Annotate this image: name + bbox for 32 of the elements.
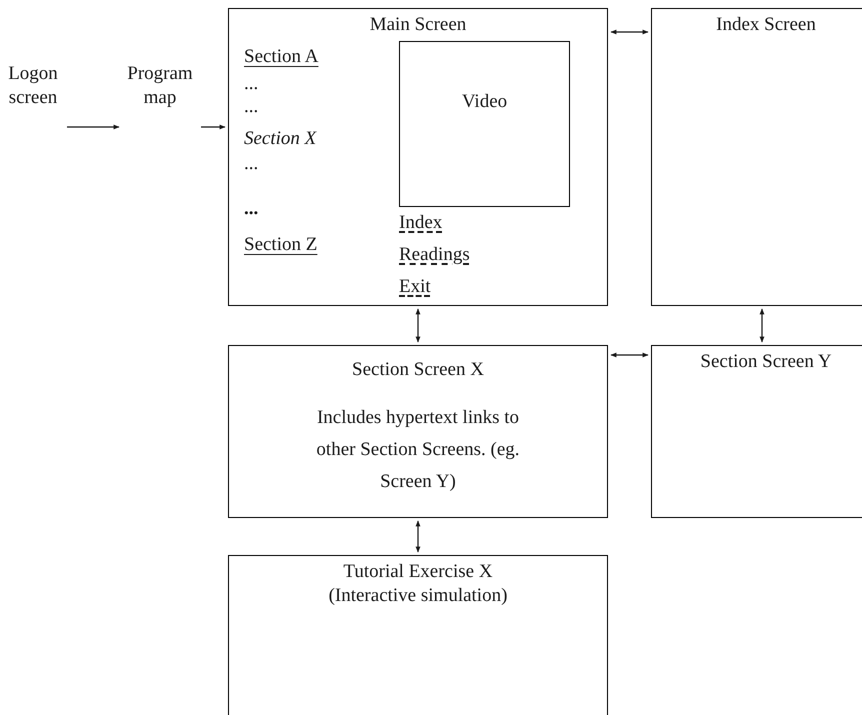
screen-box [651,8,862,306]
menu-link: Readings [399,243,470,267]
menu-link: Index [399,211,442,235]
box-title: Tutorial Exercise X (Interactive simulation) [328,560,508,608]
menu-link: Section Z [244,233,318,257]
box-title: Program map [126,62,194,110]
arrow [416,520,420,553]
box-title: Section Screen Y [700,350,832,374]
video-box [399,41,570,207]
arrow [610,30,649,34]
arrow [67,124,120,130]
menu-link: Exit [399,275,431,299]
screen-box [228,555,608,715]
box-description: Includes hypertext links to other Section Screens. (eg. Screen Y) [316,406,520,494]
screen-box [228,345,608,518]
menu-link: ... [244,152,258,176]
menu-link: ... [244,95,258,119]
screen-box [651,345,862,518]
box-title: Index Screen [716,13,816,37]
screen-box [228,8,608,306]
box-title: Section Screen X [352,358,484,382]
menu-link: Section X [244,127,316,151]
arrow [760,308,764,343]
box-title: Video [462,90,508,114]
menu-link: Section A [244,45,318,69]
arrow [416,308,420,343]
menu-link: ... [244,197,258,221]
arrow [201,124,226,130]
arrow [610,352,649,358]
menu-link: ... [244,72,258,96]
box-title: Main Screen [370,13,466,37]
box-title: Logon screen [7,62,59,110]
